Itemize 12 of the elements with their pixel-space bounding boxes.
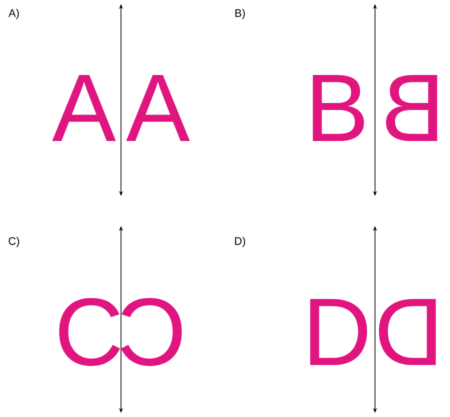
panel-label: C) [8,236,20,248]
panel-label: A) [8,8,19,20]
panel-label: D) [235,236,246,248]
letter: C [59,298,120,366]
letter: A [52,74,116,142]
panel-label: B) [235,8,245,20]
letter: D [310,298,368,365]
mirrored-letter: C [121,298,182,366]
letter: B [312,74,364,142]
mirrored-letter: B [386,74,438,142]
mirrored-letter: A [126,74,190,142]
mirrored-letter: D [378,298,436,365]
